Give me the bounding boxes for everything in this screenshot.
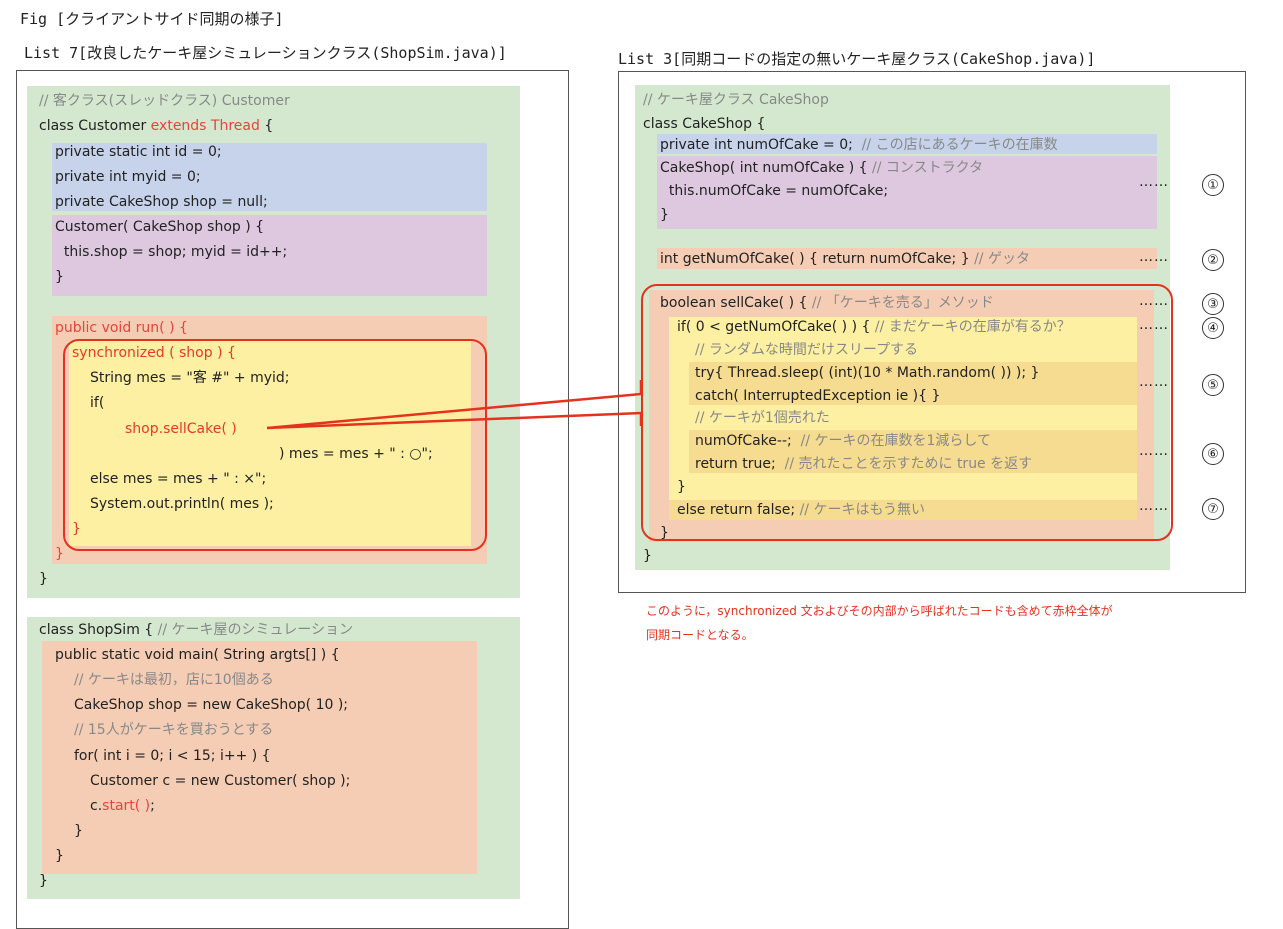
code-line: ) mes = mes + " : ○"; xyxy=(279,446,433,462)
decrement-line: numOfCake--; // ケーキの在庫数を1減らして xyxy=(695,433,992,449)
if-line: if( 0 < getNumOfCake( ) ) { // まだケーキの在庫が… xyxy=(677,319,1071,335)
constructor-line: } xyxy=(660,207,669,223)
field-line: private int numOfCake = 0; // この店にあるケーキの… xyxy=(660,137,1058,153)
marker-1: ① xyxy=(1202,174,1224,196)
code-line: c.start( ); xyxy=(90,798,155,814)
code-line: Customer c = new Customer( shop ); xyxy=(90,773,351,789)
catch-line: catch( InterruptedException ie ){ } xyxy=(695,388,941,404)
code-comment: // ランダムな時間だけスリープする xyxy=(695,342,919,358)
cakeshop-constructor-block xyxy=(657,156,1157,229)
code-line: else mes = mes + " : ×"; xyxy=(90,471,267,487)
if-close: } xyxy=(677,479,686,495)
marker-4: ④ xyxy=(1202,317,1224,339)
main-method-open: public static void main( String argts[] … xyxy=(55,647,340,663)
code-comment: // ケーキは最初，店に10個ある xyxy=(74,672,274,688)
field-line: private CakeShop shop = null; xyxy=(55,194,268,210)
field-line: private static int id = 0; xyxy=(55,144,222,160)
sellcake-open: boolean sellCake( ) { // 「ケーキを売る」メソッド xyxy=(660,295,994,311)
synchronized-highlight xyxy=(63,339,487,551)
leader-dots: …… xyxy=(1139,443,1169,459)
main-method-block xyxy=(42,641,477,874)
constructor-line: Customer( CakeShop shop ) { xyxy=(55,219,265,235)
note-line: このように，synchronized 文およびその内部から呼ばれたコードも含めて… xyxy=(646,604,1113,618)
try-catch-block xyxy=(689,362,1137,405)
getter-line: int getNumOfCake( ) { return numOfCake; … xyxy=(660,251,1030,267)
if-block xyxy=(669,317,1137,519)
constructor-line: this.shop = shop; myid = id++; xyxy=(55,244,288,260)
class-close: } xyxy=(39,873,48,889)
right-listing-frame: // ケーキ屋クラス CakeShop class CakeShop { pri… xyxy=(618,71,1246,593)
cakeshop-comment: // ケーキ屋クラス CakeShop xyxy=(643,92,829,108)
code-line: } xyxy=(74,823,83,839)
code-line: System.out.println( mes ); xyxy=(90,496,274,512)
else-line: else return false; // ケーキはもう無い xyxy=(677,502,926,518)
else-block xyxy=(669,500,1137,520)
code-line: if( xyxy=(90,395,105,411)
left-list-title: List 7[改良したケーキ屋シミュレーションクラス(ShopSim.java)… xyxy=(24,44,507,62)
customer-constructor-block xyxy=(52,215,487,296)
note-line: 同期コードとなる。 xyxy=(646,628,754,642)
customer-declaration: class Customer extends Thread { xyxy=(39,118,274,134)
marker-2: ② xyxy=(1202,249,1224,271)
class-close: } xyxy=(643,548,652,564)
left-listing-frame: // 客クラス(スレッドクラス) Customer class Customer… xyxy=(16,70,569,929)
sellcake-close: } xyxy=(660,525,669,541)
try-line: try{ Thread.sleep( (int)(10 * Math.rando… xyxy=(695,365,1040,381)
shopsim-declaration: class ShopSim { // ケーキ屋のシミュレーション xyxy=(39,622,353,638)
leader-dots: …… xyxy=(1139,317,1169,333)
sellcake-call: shop.sellCake( ) xyxy=(125,421,237,437)
class-close: } xyxy=(39,571,48,587)
marker-7: ⑦ xyxy=(1202,498,1224,520)
code-line: for( int i = 0; i < 15; i++ ) { xyxy=(74,748,271,764)
marker-6: ⑥ xyxy=(1202,443,1224,465)
constructor-line: } xyxy=(55,269,64,285)
constructor-line: CakeShop( int numOfCake ) { // コンストラクタ xyxy=(660,160,984,176)
leader-dots: …… xyxy=(1139,293,1169,309)
marker-5: ⑤ xyxy=(1202,374,1224,396)
cakeshop-declaration: class CakeShop { xyxy=(643,116,766,132)
cakeshop-field-block xyxy=(657,134,1157,154)
run-method-open: public void run( ) { xyxy=(55,320,188,336)
synchronized-close: } xyxy=(72,521,81,537)
code-line: String mes = "客 #" + myid; xyxy=(90,370,290,386)
code-line: CakeShop shop = new CakeShop( 10 ); xyxy=(74,697,349,713)
synchronized-block xyxy=(69,341,471,546)
marker-3: ③ xyxy=(1202,293,1224,315)
leader-dots: …… xyxy=(1139,374,1169,390)
connector-upper xyxy=(266,380,643,430)
customer-fields-block xyxy=(52,143,487,211)
connector-lower xyxy=(266,411,643,430)
synchronized-open: synchronized ( shop ) { xyxy=(72,345,236,361)
right-list-title: List 3[同期コードの指定の無いケーキ屋クラス(CakeShop.java)… xyxy=(618,50,1096,68)
figure-title: Fig [クライアントサイド同期の様子] xyxy=(20,10,284,28)
field-line: private int myid = 0; xyxy=(55,169,201,185)
leader-dots: …… xyxy=(1139,174,1169,190)
code-line: } xyxy=(55,848,64,864)
leader-dots: …… xyxy=(1139,249,1169,265)
customer-comment: // 客クラス(スレッドクラス) Customer xyxy=(39,93,290,109)
decrement-return-block xyxy=(689,430,1137,473)
constructor-line: this.numOfCake = numOfCake; xyxy=(660,183,889,199)
run-method-close: } xyxy=(55,546,64,562)
code-comment: // ケーキが1個売れた xyxy=(695,410,830,426)
getter-block xyxy=(657,248,1157,269)
leader-dots: …… xyxy=(1139,498,1169,514)
return-line: return true; // 売れたことを示すために true を返す xyxy=(695,456,1033,472)
code-comment: // 15人がケーキを買おうとする xyxy=(74,722,274,738)
